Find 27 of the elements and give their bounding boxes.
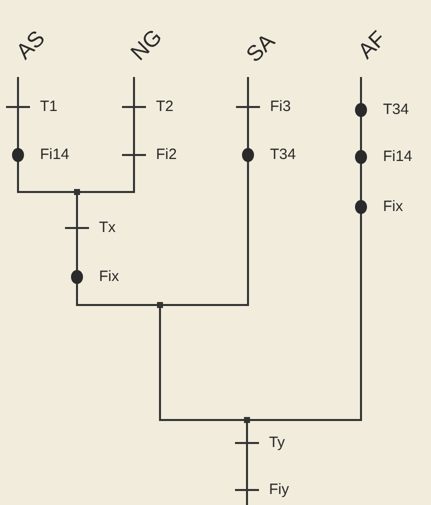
character-label: Fi14 — [40, 147, 70, 163]
branch-node — [74, 189, 80, 195]
branch-line — [247, 77, 362, 421]
character-label: Fi2 — [156, 147, 177, 163]
character-label: Fi3 — [270, 99, 291, 115]
character-label: Fix — [383, 199, 403, 215]
character-label: Fiy — [269, 482, 289, 498]
branch-line — [160, 77, 249, 306]
branch-line — [159, 305, 247, 421]
branch-line — [246, 420, 248, 505]
taxon-label: SA — [242, 30, 278, 66]
branch-line — [76, 192, 160, 306]
branch-node — [157, 302, 163, 308]
taxon-label: AS — [12, 26, 48, 64]
character-label: Ty — [269, 435, 285, 451]
character-label: T34 — [270, 147, 296, 163]
character-label: Tx — [99, 220, 116, 236]
character-label: T1 — [40, 99, 58, 115]
character-label: T2 — [156, 99, 174, 115]
branch-line — [77, 77, 135, 193]
branch-line — [17, 77, 77, 193]
character-label: T34 — [383, 102, 409, 118]
taxon-label: AF — [354, 27, 390, 63]
branch-node — [244, 417, 250, 423]
character-label: Fi14 — [383, 149, 412, 165]
taxon-label: NG — [126, 26, 166, 64]
character-label: Fix — [99, 269, 119, 285]
